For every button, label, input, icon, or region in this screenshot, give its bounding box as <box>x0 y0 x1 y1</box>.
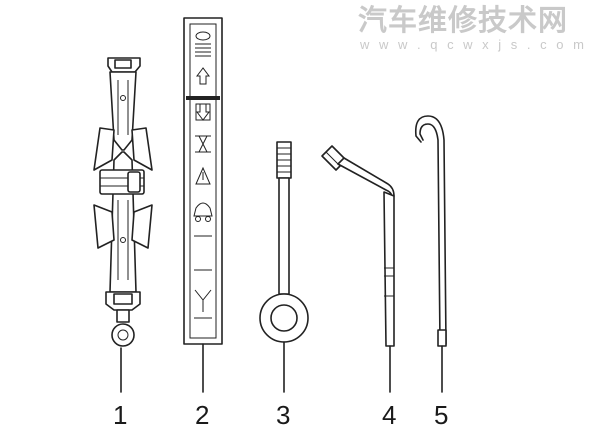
tool-card <box>183 17 223 345</box>
wheel-brace <box>321 145 395 347</box>
watermark-url: w w w . q c w x j s . c o m <box>359 37 587 52</box>
callout-2: 2 <box>195 400 209 430</box>
callout-1: 1 <box>113 400 127 430</box>
callout-4: 4 <box>382 400 396 430</box>
scissor-jack <box>93 57 153 347</box>
towing-eye <box>259 141 309 343</box>
callout-3: 3 <box>276 400 290 430</box>
hook-rod <box>414 115 447 347</box>
watermark-title: 汽车维修技术网 <box>358 3 568 37</box>
callout-5: 5 <box>434 400 448 430</box>
watermark: 汽车维修技术网 w w w . q c w x j s . c o m <box>358 3 587 52</box>
